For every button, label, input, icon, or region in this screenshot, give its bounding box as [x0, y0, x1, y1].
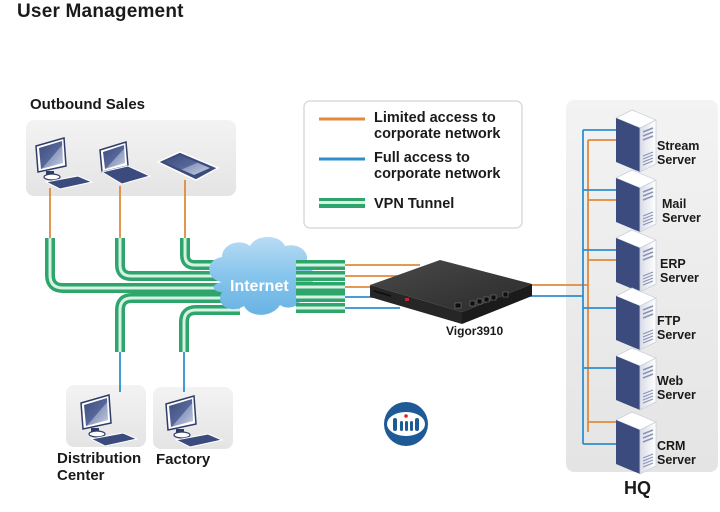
- tunnel-factory: [179, 305, 240, 352]
- page-title: User Management: [17, 1, 184, 22]
- vpn-tunnels: [45, 238, 240, 352]
- legend-box: [303, 100, 523, 229]
- tablet-icon: [156, 151, 220, 181]
- access-lines: [49, 129, 618, 445]
- hq-label: HQ: [624, 478, 651, 498]
- factory-desktop-icon: [165, 395, 224, 448]
- legend-full-label: Full access to corporate network: [374, 150, 501, 182]
- server-icon-2: [615, 229, 657, 293]
- server-icon-4: [615, 347, 657, 411]
- tunnel-laptop: [115, 238, 240, 281]
- internet-label: Internet: [230, 278, 289, 295]
- factory-label: Factory: [156, 451, 211, 468]
- distribution-center-label: Distribution Center: [57, 450, 142, 484]
- tunnel-distribution: [115, 293, 240, 352]
- tunnel-tablet: [180, 238, 240, 270]
- desktop-icon: [35, 137, 94, 190]
- outbound-sales-label: Outbound Sales: [30, 96, 146, 113]
- router-vigor3910: [370, 260, 532, 324]
- server-icon-1: [615, 169, 657, 233]
- legend-vpn-label: VPN Tunnel: [374, 196, 455, 212]
- distribution-desktop-icon: [80, 394, 139, 447]
- router-label: Vigor3910: [446, 324, 504, 338]
- internet-cloud: [209, 237, 314, 315]
- server-icon-5: [615, 411, 657, 475]
- server-icon-0: [615, 109, 657, 173]
- brand-logo-icon: [384, 402, 428, 446]
- tunnel-desktop: [45, 238, 240, 293]
- legend-limited-label: Limited access to corporate network: [374, 110, 501, 142]
- laptop-icon: [99, 141, 152, 185]
- legend-vpn-swatch: [319, 198, 365, 208]
- server-icon-3: [615, 287, 657, 351]
